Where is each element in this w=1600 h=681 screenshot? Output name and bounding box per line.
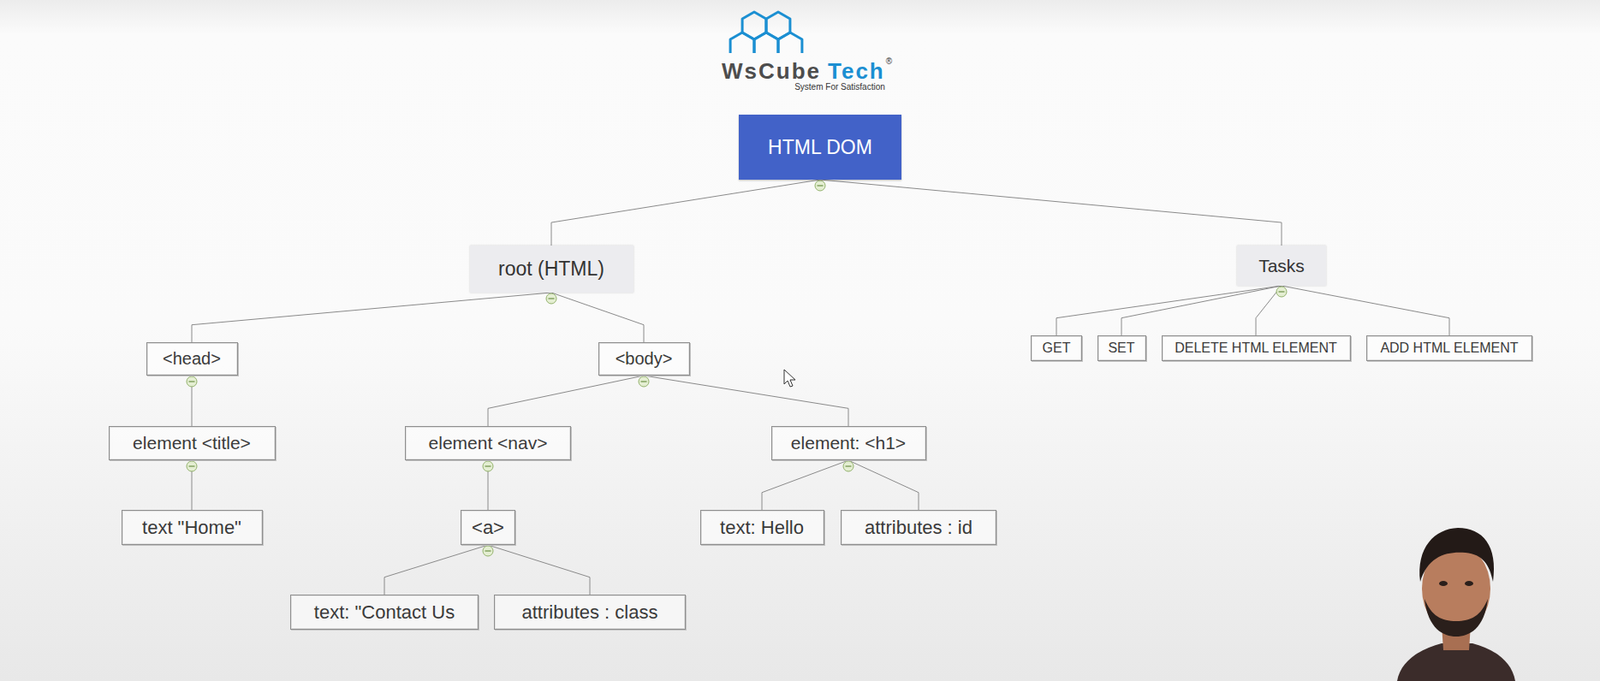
- tree-connector: [761, 460, 849, 511]
- tree-connector: [551, 292, 644, 343]
- tree-node-box: <body>: [598, 342, 690, 376]
- node-text: root (HTML): [498, 257, 605, 281]
- logo-hexagon: [730, 32, 755, 54]
- tree-node-box: <a>: [460, 510, 516, 546]
- toggle-circle: [638, 376, 649, 387]
- collapse-toggle: [186, 376, 197, 387]
- presenter-eye: [1464, 581, 1474, 587]
- root-title-box: HTML DOM: [738, 114, 902, 180]
- node-text: Tasks: [1258, 255, 1305, 277]
- toggle-circle: [814, 180, 826, 191]
- toggle-circle: [546, 293, 557, 304]
- tree-leaf-box: text "Home": [121, 510, 263, 546]
- brand-name: WsCube: [721, 58, 821, 85]
- toggle-circle: [482, 461, 494, 472]
- logo-hexagons: [730, 11, 803, 54]
- logo-hexagon: [778, 32, 803, 54]
- presenter-figure: [1397, 528, 1516, 681]
- toggle-minus: [485, 465, 492, 467]
- tree-connector: [1056, 285, 1282, 336]
- node-text: <head>: [162, 349, 221, 369]
- task-group-box: Tasks: [1237, 245, 1327, 286]
- tree-connector: [384, 545, 488, 595]
- logo-hexagon: [754, 32, 779, 54]
- task-box: DELETE HTML ELEMENT: [1161, 335, 1351, 362]
- tree-leaf-box: attributes : class: [493, 594, 686, 631]
- collapse-toggle: [814, 180, 826, 191]
- toggle-minus: [189, 465, 196, 467]
- node-text: SET: [1107, 340, 1135, 357]
- node-text: text "Home": [142, 517, 242, 540]
- toggle-circle: [843, 461, 854, 472]
- node-text: attributes : class: [522, 601, 659, 625]
- node-text: text: "Contact Us: [314, 601, 455, 625]
- presenter-eye: [1439, 581, 1448, 587]
- toggle-minus: [548, 297, 555, 299]
- tree-connector: [1281, 285, 1450, 336]
- tree-connector: [487, 375, 644, 427]
- node-text: attributes : id: [864, 517, 973, 540]
- tree-root-box: root (HTML): [469, 245, 634, 293]
- tree-connector: [191, 292, 552, 343]
- tree-connector: [820, 179, 1282, 246]
- node-text: HTML DOM: [767, 136, 873, 160]
- tree-connector: [487, 545, 590, 595]
- toggle-minus: [817, 184, 824, 186]
- node-text: element: <h1>: [791, 433, 906, 454]
- toggle-minus: [1278, 291, 1285, 292]
- toggle-circle: [186, 461, 197, 472]
- collapse-toggle: [843, 461, 854, 472]
- node-text: GET: [1042, 340, 1071, 357]
- node-text: element <title>: [132, 433, 251, 454]
- toggle-circle: [186, 376, 197, 387]
- collapse-toggle: [482, 461, 494, 472]
- brand-name: Tech: [827, 58, 886, 85]
- tree-node-box: element: <h1>: [771, 426, 927, 461]
- task-box: GET: [1030, 335, 1083, 362]
- toggle-minus: [485, 550, 492, 552]
- node-text: DELETE HTML ELEMENT: [1174, 340, 1338, 357]
- collapse-toggle: [546, 293, 557, 304]
- tree-leaf-box: attributes : id: [840, 510, 997, 546]
- toggle-minus: [641, 380, 648, 382]
- tree-connector: [643, 375, 849, 427]
- tree-node-box: <head>: [146, 342, 238, 376]
- presenter-hair: [1419, 528, 1494, 583]
- collapse-toggle: [1276, 286, 1287, 298]
- tree-connector: [848, 460, 919, 511]
- task-box: ADD HTML ELEMENT: [1366, 335, 1533, 362]
- tree-node-box: element <nav>: [404, 426, 572, 461]
- node-text: text: Hello: [719, 517, 804, 540]
- tree-leaf-box: text: "Contact Us: [290, 594, 479, 631]
- tree-connector: [551, 179, 821, 246]
- collapse-toggle: [482, 546, 494, 557]
- toggle-minus: [845, 465, 852, 467]
- trademark-mark: ®: [886, 56, 893, 66]
- brand-tagline: System For Satisfaction: [794, 82, 886, 92]
- node-text: <a>: [471, 517, 505, 540]
- tree-leaf-box: text: Hello: [700, 510, 825, 546]
- toggle-circle: [482, 546, 494, 557]
- toggle-circle: [1276, 286, 1287, 298]
- node-text: <body>: [615, 349, 673, 369]
- node-text: ADD HTML ELEMENT: [1379, 340, 1518, 357]
- presenter-beard: [1424, 599, 1488, 637]
- tree-node-box: element <title>: [108, 426, 276, 461]
- collapse-toggle: [186, 461, 197, 472]
- node-text: element <nav>: [428, 433, 548, 454]
- mouse-cursor: [784, 369, 796, 387]
- tree-connector: [1121, 285, 1282, 336]
- collapse-toggle: [638, 376, 649, 387]
- task-box: SET: [1097, 335, 1147, 362]
- toggle-minus: [189, 380, 196, 382]
